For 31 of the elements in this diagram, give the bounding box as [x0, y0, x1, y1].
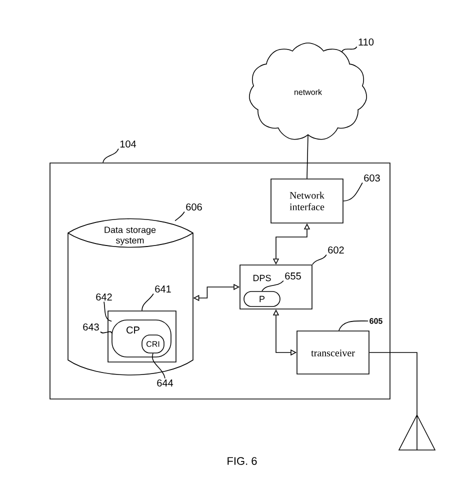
- callout-number: 655: [285, 272, 301, 280]
- module-box: [108, 310, 176, 362]
- callout-number: 605: [370, 318, 382, 324]
- leader-line: [338, 320, 369, 331]
- leader-line: [312, 254, 327, 265]
- leader-line: [343, 182, 363, 202]
- figure-caption: FIG. 6: [228, 457, 257, 465]
- leader-line: [142, 293, 154, 311]
- callout-number: 644: [157, 379, 174, 387]
- connector-line: [306, 134, 308, 179]
- leader-line: [104, 301, 112, 322]
- interface-box: Network interface: [270, 178, 344, 224]
- callout-number: 104: [120, 140, 136, 148]
- device-box: [50, 162, 390, 400]
- component-rounded-box: CRI: [142, 334, 164, 354]
- antenna-drawing: [398, 414, 436, 450]
- program-pill: P: [244, 291, 280, 307]
- callout-number: 643: [83, 323, 99, 331]
- callout-number: 602: [328, 246, 344, 254]
- leader-line: [100, 331, 112, 334]
- connector-line: [369, 352, 418, 416]
- leader-line: [342, 46, 358, 52]
- leader-line: [102, 148, 119, 163]
- leader-line: [262, 280, 284, 292]
- transceiver-box: transceiver: [296, 330, 370, 374]
- leader-line: [174, 211, 185, 222]
- callout-number: 603: [364, 174, 380, 182]
- callout-number: 606: [186, 203, 202, 211]
- callout-number: 642: [96, 293, 112, 301]
- leader-line: [152, 353, 166, 379]
- callout-number: 641: [155, 285, 171, 293]
